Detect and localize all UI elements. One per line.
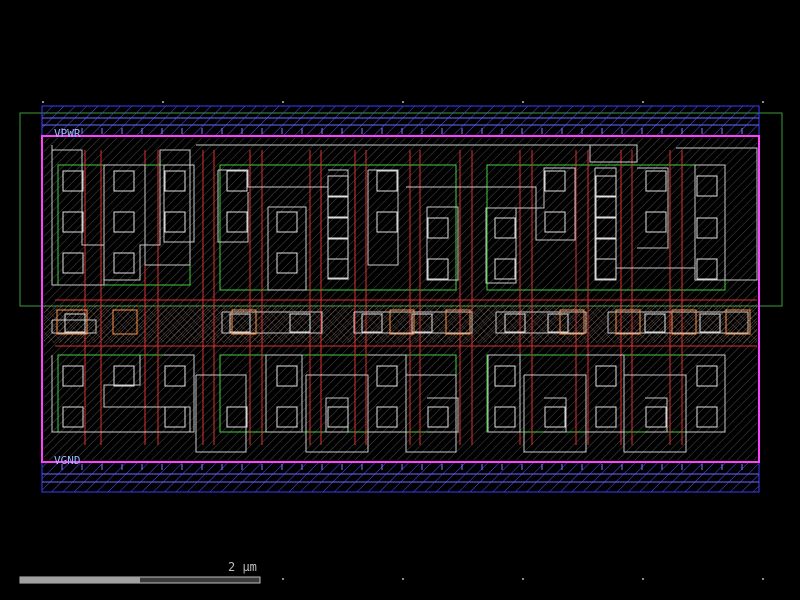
vgnd-rail[interactable] (41, 461, 760, 493)
scale-bar-label: 2 µm (228, 560, 257, 574)
li1-layer[interactable] (44, 138, 757, 460)
grid-dots (42, 101, 764, 580)
poly-gate-strip (44, 306, 757, 342)
scale-bar: 2 µm (19, 560, 261, 584)
cell-boundary (41, 135, 760, 463)
licon-contacts-top (62, 170, 718, 280)
vpwr-rail[interactable] (41, 105, 760, 137)
licon-contacts-bottom (62, 365, 718, 428)
rail-mcon-ticks (61, 128, 743, 470)
vpwr-pin-label: VPWR (54, 127, 81, 140)
poly-contacts (56, 309, 751, 335)
li1-routing[interactable] (51, 144, 758, 453)
vgnd-pin-label: VGND (54, 454, 81, 467)
